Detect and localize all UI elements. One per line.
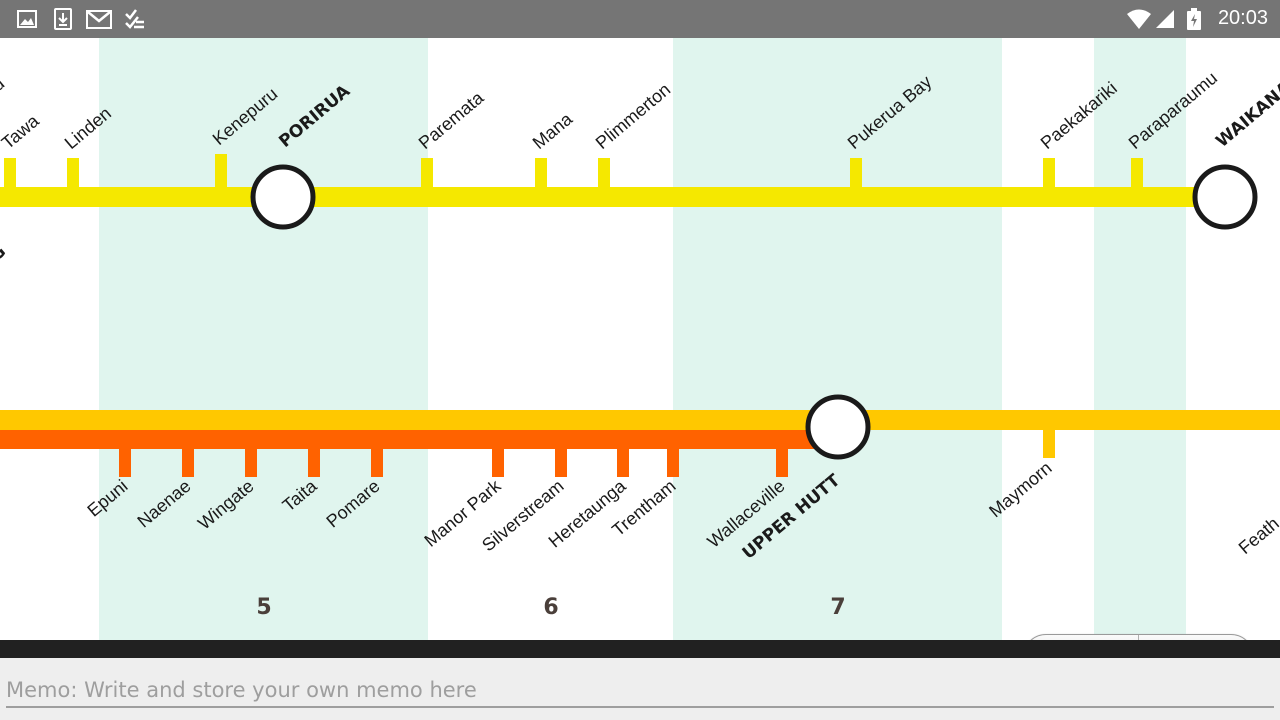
waikanae-interchange-node[interactable] [1192,164,1258,230]
station-tick-wallaceville [776,448,788,477]
wairarapa-line [0,410,1280,430]
battery-charging-icon [1187,8,1201,30]
cell-signal-icon [1156,10,1174,28]
wifi-icon [1127,9,1151,29]
station-tick-kenepuru [215,154,227,188]
fare-zone-band-7 [673,38,1002,640]
station-label-mana: Mana [529,108,577,153]
memo-input[interactable] [6,674,1274,708]
zoom-out-button[interactable] [1024,635,1139,640]
station-tick-paraparaumu [1131,158,1143,188]
station-tick-paekakariki [1043,158,1055,188]
station-tick-linden [67,158,79,188]
station-tick-naenae [182,448,194,477]
memo-bar [0,658,1280,720]
porirua-interchange-node[interactable] [250,164,316,230]
upper-hutt-interchange-node[interactable] [805,394,871,460]
station-tick-trentham [667,448,679,477]
fare-zone-band-9 [1094,38,1186,640]
station-label-plimmerton: Plimmerton [592,79,675,153]
divider-strip [0,640,1280,658]
kapiti-line [0,187,1230,207]
fare-zone-band-5 [99,38,428,640]
station-label-tawa: Tawa [0,110,44,153]
fare-zone-number: 6 [543,595,558,620]
station-label-featherston-partial: Feath [1235,513,1280,558]
gmail-notification-icon [86,10,112,29]
map-canvas[interactable]: d Tawa Linden Kenepuru PORIRUA Paremata … [0,38,1280,640]
station-tick-manor-park [492,448,504,477]
station-tick-plimmerton [598,158,610,188]
station-label-partial-left: d [0,73,8,95]
station-tick-maymorn [1043,429,1055,458]
station-tick-pomare [371,448,383,477]
kapiti-station-ticks [4,154,1143,188]
station-tick-taita [308,448,320,477]
station-label-partial-hub: G [0,242,10,266]
station-tick-tawa [4,158,16,188]
station-tick-silverstream [555,448,567,477]
station-tick-pukerua-bay [850,158,862,188]
task-done-notification-icon [125,9,144,29]
station-tick-epuni [119,448,131,477]
station-tick-wingate [245,448,257,477]
clock-time: 20:03 [1217,7,1268,29]
train-network-map[interactable]: d Tawa Linden Kenepuru PORIRUA Paremata … [0,38,1280,640]
status-bar: 20:03 [0,0,1280,38]
station-tick-heretaunga [617,448,629,477]
station-tick-mana [535,158,547,188]
hutt-valley-line [0,430,838,449]
fare-zone-number: 7 [830,595,845,620]
station-label-waikanae: WAIKANAE [1212,70,1280,151]
fare-zone-number: 5 [256,595,271,620]
station-tick-paremata [421,158,433,188]
image-notification-icon [17,10,37,28]
download-notification-icon [54,8,72,30]
hutt-station-ticks [119,448,788,477]
